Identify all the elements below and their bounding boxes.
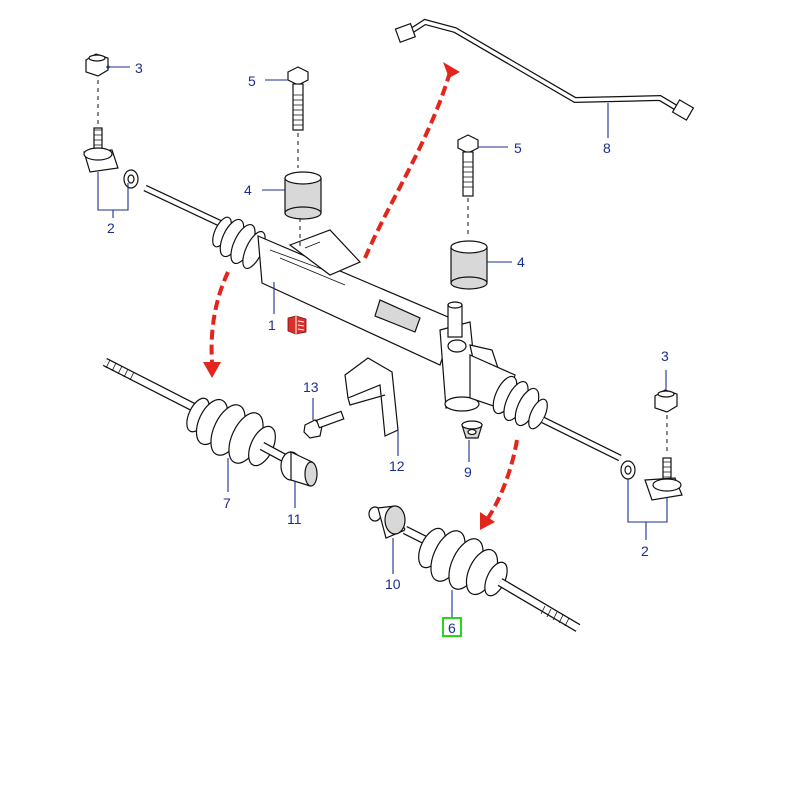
bolt-5-right[interactable] — [457, 134, 479, 197]
bushing-11[interactable] — [280, 451, 318, 487]
callout-5-left: 5 — [248, 73, 256, 89]
callout-10: 10 — [385, 576, 401, 592]
right-tie-rod-end[interactable] — [620, 457, 683, 501]
callout-12: 12 — [389, 458, 405, 474]
callout-4-right: 4 — [517, 254, 525, 270]
rack-right-boot — [492, 375, 548, 430]
callout-2-right: 2 — [641, 543, 649, 559]
inner-tie-rod-6[interactable] — [402, 524, 581, 632]
callout-7: 7 — [223, 495, 231, 511]
info-book-icon[interactable] — [287, 315, 307, 335]
boot-clamp-9[interactable] — [461, 420, 483, 439]
bolt-5-left[interactable] — [287, 66, 309, 131]
callout-11: 11 — [287, 511, 302, 527]
callout-6[interactable]: 6 — [448, 620, 456, 636]
callout-labels: 3 2 5 4 5 4 8 1 3 2 12 13 9 7 11 10 6 — [107, 60, 669, 637]
bushing-4-right[interactable] — [450, 240, 488, 290]
callout-13: 13 — [303, 379, 319, 395]
inner-tie-rod-7[interactable] — [102, 357, 291, 470]
steering-rack-assembly[interactable] — [143, 184, 622, 462]
bolt-13[interactable] — [303, 410, 345, 439]
direction-arrows — [203, 62, 519, 530]
bushing-10[interactable] — [368, 505, 406, 539]
right-nut-3[interactable] — [654, 389, 678, 413]
left-nut-3[interactable] — [85, 53, 109, 77]
leader-lines — [97, 65, 668, 618]
fluid-pipe-8[interactable] — [394, 18, 695, 121]
bushing-4-left[interactable] — [284, 171, 322, 220]
left-tie-rod-end[interactable] — [83, 127, 139, 189]
callout-6-highlight[interactable] — [442, 617, 462, 637]
callout-3-right: 3 — [661, 348, 669, 364]
callout-8: 8 — [603, 140, 611, 156]
callout-4-left: 4 — [244, 182, 252, 198]
callout-3-left: 3 — [135, 60, 143, 76]
rack-left-boot — [212, 216, 266, 270]
callout-5-right: 5 — [514, 140, 522, 156]
callout-2-left: 2 — [107, 220, 115, 236]
bracket-12[interactable] — [344, 357, 399, 437]
callout-1: 1 — [268, 317, 276, 333]
callout-9: 9 — [464, 464, 472, 480]
